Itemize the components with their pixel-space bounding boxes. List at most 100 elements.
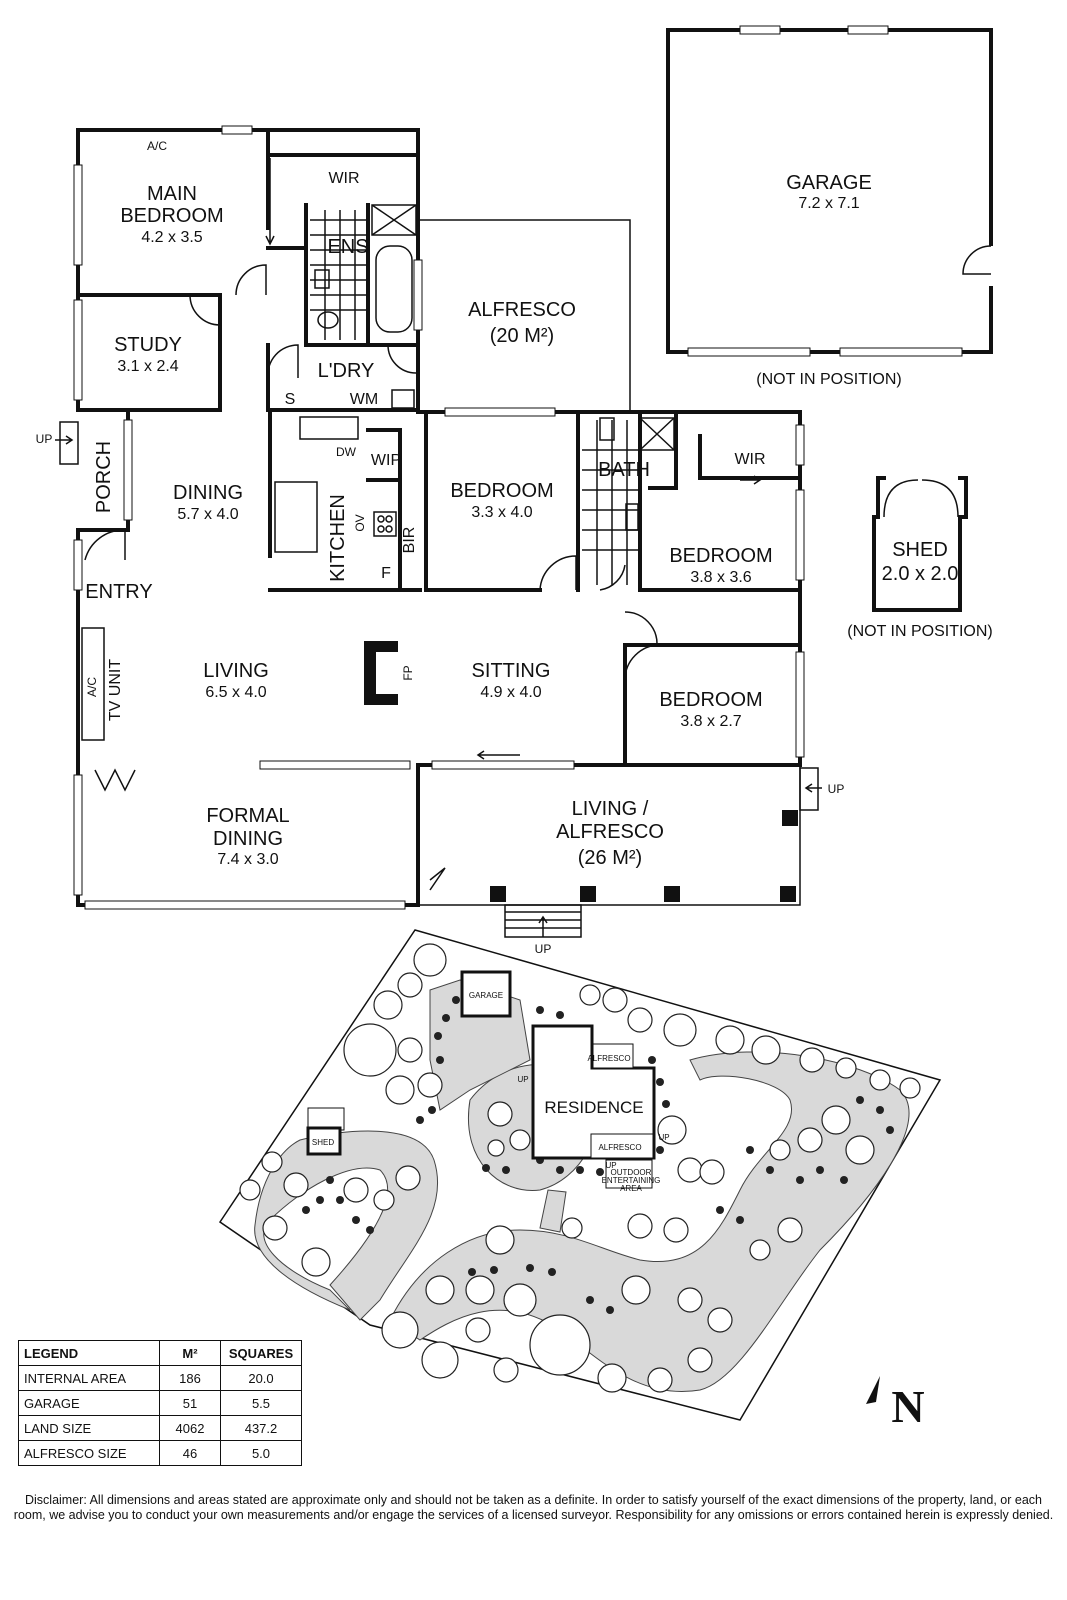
site-shed — [306, 1126, 342, 1156]
dw-label: DW — [336, 445, 357, 459]
site-outdoor-1: OUTDOOR — [611, 1168, 652, 1177]
legend-cell: LAND SIZE — [18, 1415, 160, 1441]
shed-structure — [872, 476, 968, 612]
site-alfresco-top-label: ALFRESCO — [587, 1054, 630, 1063]
garage-dim: 7.2 x 7.1 — [798, 195, 859, 212]
garage-structure — [666, 25, 997, 357]
entry-steps — [55, 421, 822, 938]
bathroom-fixtures — [310, 204, 675, 585]
site-trees — [239, 943, 921, 1393]
up-left-label: UP — [36, 432, 53, 446]
formal-dining-name-1: FORMAL — [206, 805, 289, 827]
bedroom2-dim: 3.3 x 4.0 — [471, 504, 532, 521]
ac-tv-label: A/C — [85, 677, 99, 697]
tv-unit — [81, 627, 105, 741]
table-row: INTERNAL AREA 186 20.0 — [18, 1365, 302, 1391]
main-bedroom-name-1: MAIN — [147, 183, 197, 205]
garage-position-note: (NOT IN POSITION) — [756, 371, 901, 388]
site-up3: UP — [605, 1161, 616, 1170]
table-row: ALFRESCO SIZE 46 5.0 — [18, 1440, 302, 1466]
posts — [490, 810, 798, 902]
main-bedroom-dim: 4.2 x 3.5 — [141, 229, 202, 246]
legend-cell: 5.0 — [220, 1440, 302, 1466]
table-row: GARAGE 51 5.5 — [18, 1390, 302, 1416]
bedroom3-dim: 3.8 x 3.6 — [690, 569, 751, 586]
sitting-dim: 4.9 x 4.0 — [480, 684, 541, 701]
up-right-label: UP — [828, 782, 845, 796]
site-outdoor-3: AREA — [620, 1184, 642, 1193]
bedroom2-name: BEDROOM — [450, 480, 553, 502]
bedroom4-name: BEDROOM — [659, 689, 762, 711]
fp-label: FP — [401, 665, 415, 680]
site-outdoor-2: ENTERTAINING — [602, 1176, 661, 1185]
site-residence-label: RESIDENCE — [544, 1098, 643, 1117]
tv-unit-label: TV UNIT — [107, 659, 124, 721]
living-alfresco-name-1: LIVING / — [572, 798, 649, 820]
wir1-label: WIR — [328, 170, 359, 187]
bir-label: BIR — [401, 527, 418, 554]
living-dim: 6.5 x 4.0 — [205, 684, 266, 701]
windows — [73, 125, 805, 910]
bath-label: BATH — [598, 459, 650, 481]
alfresco-outline — [418, 219, 631, 412]
site-shed-label: SHED — [312, 1138, 334, 1147]
legend-header-squares: SQUARES — [220, 1340, 302, 1366]
site-garage-label: GARAGE — [469, 991, 503, 1000]
entry-label: ENTRY — [85, 581, 152, 603]
legend-cell: 20.0 — [220, 1365, 302, 1391]
bedroom4-dim: 3.8 x 2.7 — [680, 713, 741, 730]
ov-label: OV — [353, 514, 367, 531]
wip-label: WIP — [371, 452, 401, 469]
bedroom3-name: BEDROOM — [669, 545, 772, 567]
site-residence — [531, 1024, 656, 1160]
site-up1: UP — [517, 1075, 528, 1084]
north-letter: N — [891, 1381, 924, 1432]
porch-label: PORCH — [93, 441, 115, 513]
disclaimer-text: Disclaimer: All dimensions and areas sta… — [13, 1493, 1054, 1522]
garage-name: GARAGE — [786, 172, 872, 194]
north-arrow-icon: N — [866, 1376, 925, 1432]
shed-position-note: (NOT IN POSITION) — [847, 623, 992, 640]
up-bottom-label: UP — [535, 942, 552, 956]
shed-dim: 2.0 x 2.0 — [882, 563, 959, 585]
table-row: LAND SIZE 4062 437.2 — [18, 1415, 302, 1441]
main-bedroom-name-2: BEDROOM — [120, 205, 223, 227]
ac-top-label: A/C — [147, 139, 167, 153]
alfresco-name: ALFRESCO — [468, 299, 576, 321]
site-plan — [218, 929, 942, 1421]
alfresco-dim: (20 M²) — [490, 325, 554, 347]
legend-cell: 46 — [159, 1440, 221, 1466]
shed-name: SHED — [892, 539, 948, 561]
legend-header-row: LEGEND M² SQUARES — [18, 1340, 302, 1366]
legend-cell: 5.5 — [220, 1390, 302, 1416]
kitchen-fixtures — [274, 389, 415, 553]
sitting-name: SITTING — [472, 660, 551, 682]
legend-cell: 51 — [159, 1390, 221, 1416]
study-name: STUDY — [114, 334, 182, 356]
formal-dining-dim: 7.4 x 3.0 — [217, 851, 278, 868]
wir2-label: WIR — [734, 451, 765, 468]
wm-label: WM — [350, 391, 378, 408]
legend-cell: GARAGE — [18, 1390, 160, 1416]
ldry-label: L'DRY — [318, 360, 375, 382]
sink-label: S — [285, 391, 296, 408]
legend-cell: 4062 — [159, 1415, 221, 1441]
legend-table: LEGEND M² SQUARES INTERNAL AREA 186 20.0… — [18, 1340, 302, 1466]
living-name: LIVING — [203, 660, 269, 682]
legend-cell: ALFRESCO SIZE — [18, 1440, 160, 1466]
fridge-label: F — [381, 565, 391, 582]
legend-cell: 437.2 — [220, 1415, 302, 1441]
site-up2: UP — [658, 1133, 669, 1142]
dining-name: DINING — [173, 482, 243, 504]
legend-header-label: LEGEND — [18, 1340, 160, 1366]
site-garage — [460, 970, 512, 1018]
legend-header-m2: M² — [159, 1340, 221, 1366]
kitchen-label: KITCHEN — [327, 494, 349, 582]
formal-dining-name-2: DINING — [213, 828, 283, 850]
door-swings — [84, 158, 762, 905]
legend-cell: 186 — [159, 1365, 221, 1391]
site-alfresco-bottom-label: ALFRESCO — [598, 1143, 641, 1152]
legend-cell: INTERNAL AREA — [18, 1365, 160, 1391]
dining-dim: 5.7 x 4.0 — [177, 506, 238, 523]
